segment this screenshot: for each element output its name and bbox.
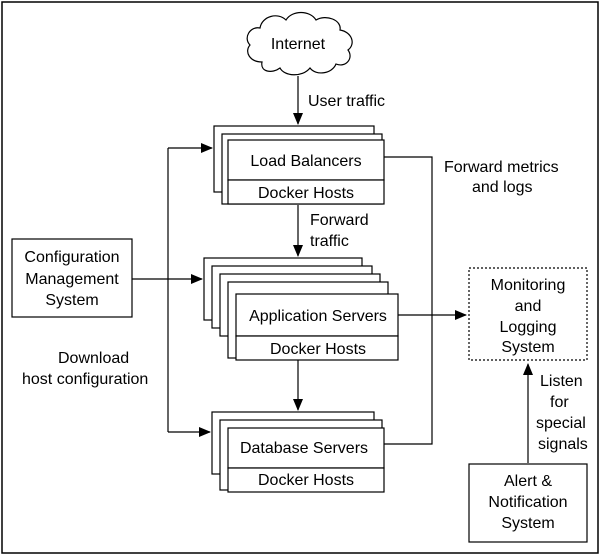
monitoring-label-1: Monitoring bbox=[491, 277, 566, 294]
internet-cloud: Internet bbox=[246, 11, 353, 76]
load-balancers-hosts-label: Docker Hosts bbox=[258, 185, 354, 202]
forward-metrics-label-1: Forward metrics bbox=[444, 159, 559, 176]
application-servers-box bbox=[235, 293, 399, 337]
load-balancers-hosts-box bbox=[227, 179, 385, 205]
internet-label: Internet bbox=[271, 36, 326, 53]
database-servers-hosts-box bbox=[227, 467, 385, 493]
monitoring-label-4: System bbox=[501, 339, 554, 356]
alert-box: Alert & Notification System bbox=[468, 463, 588, 543]
alert-label-3: System bbox=[501, 515, 554, 532]
forward-metrics-label-2: and logs bbox=[472, 179, 533, 196]
listen-label-3: special bbox=[536, 415, 586, 432]
application-servers-label: Application Servers bbox=[249, 308, 387, 325]
load-balancers-box bbox=[227, 139, 385, 181]
forward-traffic-label-2: traffic bbox=[310, 233, 349, 250]
forward-traffic-label-1: Forward bbox=[310, 212, 369, 229]
database-servers-label: Database Servers bbox=[240, 440, 368, 457]
config-label-2: Management bbox=[25, 271, 119, 288]
monitoring-box: Monitoring and Logging System bbox=[468, 267, 588, 361]
load-balancers-stack: Load Balancers Docker Hosts bbox=[213, 125, 385, 205]
config-label-3: System bbox=[45, 292, 98, 309]
application-servers-stack: Application Servers Docker Hosts bbox=[203, 257, 399, 361]
metrics-bus-line bbox=[384, 156, 433, 445]
database-servers-box bbox=[227, 427, 385, 469]
application-servers-hosts-label: Docker Hosts bbox=[270, 341, 366, 358]
database-servers-stack: Database Servers Docker Hosts bbox=[211, 411, 385, 493]
config-management-box: Configuration Management System bbox=[11, 238, 133, 318]
download-config-label-1: Download bbox=[58, 350, 129, 367]
alert-label-2: Notification bbox=[488, 494, 567, 511]
load-balancers-label: Load Balancers bbox=[250, 153, 361, 170]
listen-label-2: for bbox=[550, 394, 569, 411]
listen-label-4: signals bbox=[538, 436, 588, 453]
alert-label-1: Alert & bbox=[504, 473, 552, 490]
user-traffic-label: User traffic bbox=[308, 93, 385, 110]
listen-label-1: Listen bbox=[540, 373, 583, 390]
monitoring-label-3: Logging bbox=[500, 319, 557, 336]
application-servers-hosts-box bbox=[235, 335, 399, 361]
config-label-1: Configuration bbox=[24, 249, 119, 266]
download-config-label-2: host configuration bbox=[22, 371, 148, 388]
monitoring-label-2: and bbox=[515, 298, 542, 315]
database-servers-hosts-label: Docker Hosts bbox=[258, 472, 354, 489]
